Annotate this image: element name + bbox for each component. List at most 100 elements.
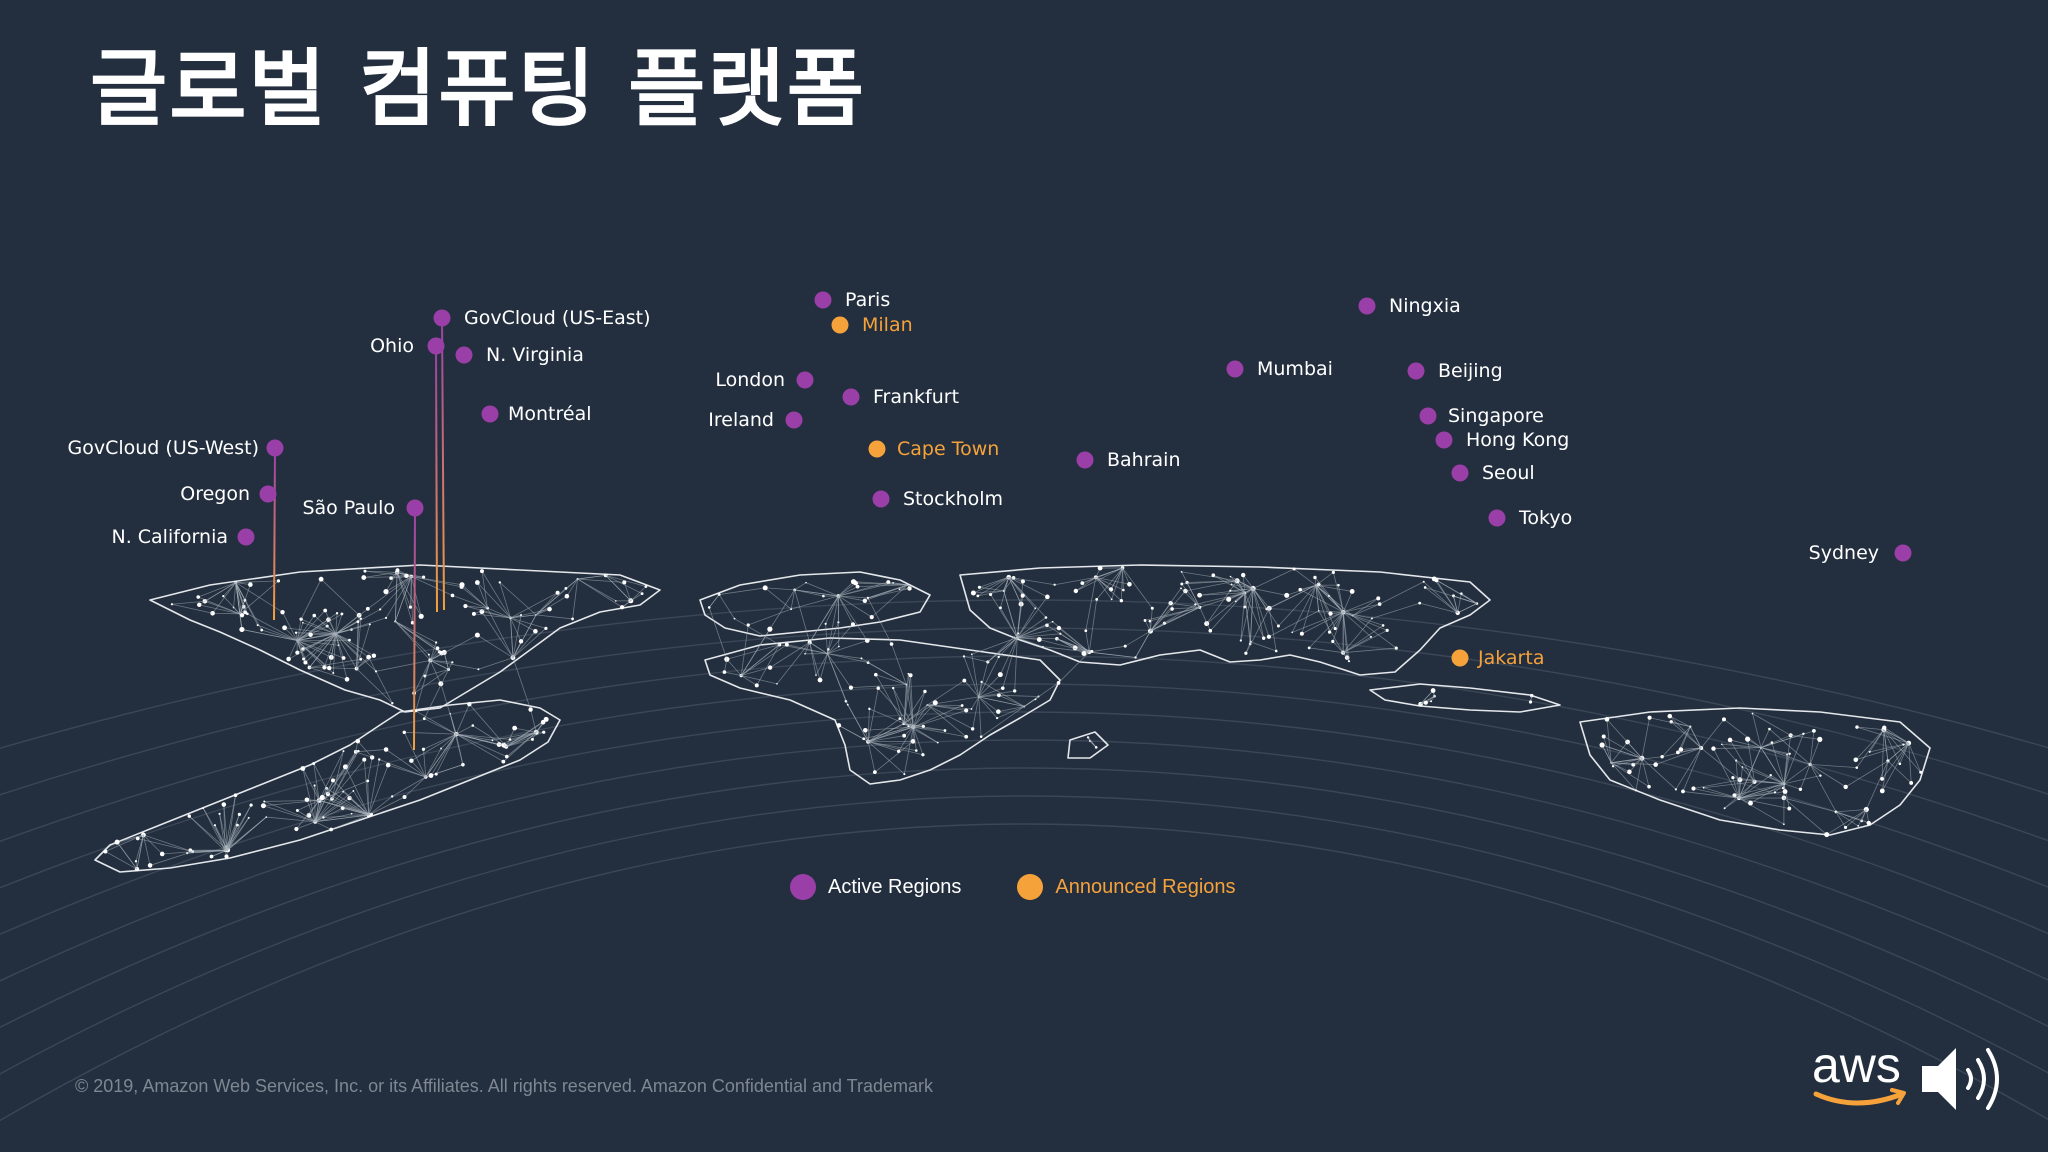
network-node bbox=[276, 579, 281, 583]
region-pin-tokyo[interactable]: Tokyo bbox=[1488, 507, 1573, 640]
region-marker[interactable] bbox=[237, 528, 255, 546]
network-node bbox=[1051, 620, 1054, 623]
network-link bbox=[1342, 625, 1384, 654]
region-label: Singapore bbox=[1448, 405, 1544, 427]
network-link bbox=[1249, 588, 1254, 645]
region-marker[interactable] bbox=[872, 490, 890, 508]
region-marker[interactable] bbox=[1407, 362, 1425, 380]
region-marker[interactable] bbox=[785, 411, 803, 429]
region-pin-ningxia[interactable]: Ningxia bbox=[1358, 295, 1461, 630]
network-link bbox=[379, 759, 426, 778]
network-node bbox=[1721, 717, 1726, 722]
network-link bbox=[838, 595, 868, 599]
region-marker[interactable] bbox=[455, 346, 473, 364]
region-pin-sydney[interactable]: Sydney bbox=[1809, 542, 1912, 795]
network-link bbox=[1689, 726, 1702, 749]
network-node bbox=[1611, 765, 1615, 768]
network-node bbox=[196, 595, 201, 599]
network-link bbox=[456, 733, 493, 741]
region-marker[interactable] bbox=[1488, 509, 1506, 527]
network-link bbox=[318, 766, 346, 801]
region-pin-stockholm[interactable]: Stockholm bbox=[872, 488, 1004, 600]
region-pin-bahrain[interactable]: Bahrain bbox=[1076, 449, 1181, 660]
network-link bbox=[927, 680, 965, 706]
region-marker[interactable] bbox=[427, 337, 445, 355]
network-link bbox=[1611, 762, 1630, 773]
network-link bbox=[510, 617, 547, 629]
region-pin-milan[interactable]: Milan bbox=[831, 314, 913, 628]
network-link bbox=[429, 647, 438, 661]
region-label: N. California bbox=[111, 526, 228, 548]
network-link bbox=[314, 785, 316, 822]
region-marker[interactable] bbox=[1894, 544, 1912, 562]
network-link bbox=[375, 659, 431, 672]
network-node bbox=[1034, 607, 1037, 610]
network-link bbox=[309, 667, 348, 680]
network-link bbox=[827, 653, 862, 659]
region-marker[interactable] bbox=[796, 371, 814, 389]
region-marker[interactable] bbox=[1226, 360, 1244, 378]
region-pin-s-o-paulo[interactable]: São Paulo bbox=[302, 497, 424, 751]
speaker-icon[interactable] bbox=[1922, 1048, 1999, 1110]
region-marker[interactable] bbox=[831, 316, 849, 334]
region-marker[interactable] bbox=[814, 291, 832, 309]
region-marker[interactable] bbox=[1451, 464, 1469, 482]
contour-line bbox=[0, 767, 2048, 1029]
region-marker[interactable] bbox=[406, 499, 424, 517]
region-pin-ireland[interactable]: Ireland bbox=[708, 409, 803, 614]
network-link bbox=[905, 684, 914, 728]
region-pin-govcloud-us-west[interactable]: GovCloud (US-West) bbox=[68, 437, 284, 621]
network-link bbox=[1601, 744, 1612, 763]
network-node bbox=[221, 802, 227, 807]
region-pin-oregon[interactable]: Oregon bbox=[180, 483, 277, 616]
region-marker[interactable] bbox=[481, 405, 499, 423]
network-node bbox=[1681, 789, 1685, 794]
contour-line bbox=[0, 655, 2048, 843]
network-node bbox=[418, 613, 424, 619]
network-link bbox=[224, 804, 252, 851]
network-node bbox=[330, 778, 335, 783]
network-link bbox=[1635, 758, 1643, 791]
network-link bbox=[912, 727, 917, 751]
network-node bbox=[1042, 645, 1044, 648]
region-pin-singapore[interactable]: Singapore bbox=[1419, 405, 1544, 694]
region-pin-beijing[interactable]: Beijing bbox=[1407, 360, 1503, 626]
network-node bbox=[1327, 630, 1332, 634]
region-marker[interactable] bbox=[259, 485, 277, 503]
region-pin-govcloud-us-east[interactable]: GovCloud (US-East) bbox=[433, 307, 651, 611]
network-link bbox=[188, 815, 226, 852]
region-pin-montr-al[interactable]: Montréal bbox=[481, 403, 592, 608]
region-pin-hong-kong[interactable]: Hong Kong bbox=[1435, 429, 1570, 660]
network-link bbox=[313, 763, 320, 801]
region-marker[interactable] bbox=[1358, 297, 1376, 315]
region-marker[interactable] bbox=[842, 388, 860, 406]
network-node bbox=[1123, 644, 1127, 648]
region-pin-mumbai[interactable]: Mumbai bbox=[1226, 358, 1333, 673]
network-link bbox=[973, 590, 1004, 594]
network-link bbox=[1760, 733, 1804, 748]
region-marker[interactable] bbox=[1435, 431, 1453, 449]
region-pin-paris[interactable]: Paris bbox=[814, 289, 891, 624]
region-marker[interactable] bbox=[868, 440, 886, 458]
region-pin-jakarta[interactable]: Jakarta bbox=[1451, 647, 1545, 710]
region-marker[interactable] bbox=[1451, 649, 1469, 667]
legend: Active Regions Announced Regions bbox=[790, 874, 1236, 900]
network-node bbox=[1370, 635, 1373, 638]
region-pin-frankfurt[interactable]: Frankfurt bbox=[842, 386, 960, 626]
region-marker[interactable] bbox=[1419, 407, 1437, 425]
region-pin-seoul[interactable]: Seoul bbox=[1451, 462, 1535, 618]
network-link bbox=[1747, 738, 1762, 748]
region-marker[interactable] bbox=[1076, 451, 1094, 469]
network-link bbox=[1181, 583, 1201, 608]
network-node bbox=[329, 827, 333, 832]
region-pin-ohio[interactable]: Ohio bbox=[370, 335, 445, 613]
region-pin-n-virginia[interactable]: N. Virginia bbox=[455, 344, 584, 620]
region-pin-n-california[interactable]: N. California bbox=[111, 526, 255, 632]
region-pin-london[interactable]: London bbox=[715, 369, 814, 620]
region-marker[interactable] bbox=[266, 439, 284, 457]
network-node bbox=[1284, 592, 1290, 598]
network-link bbox=[827, 595, 839, 650]
region-marker[interactable] bbox=[433, 309, 451, 327]
network-link bbox=[1724, 781, 1755, 809]
network-node bbox=[898, 717, 902, 721]
